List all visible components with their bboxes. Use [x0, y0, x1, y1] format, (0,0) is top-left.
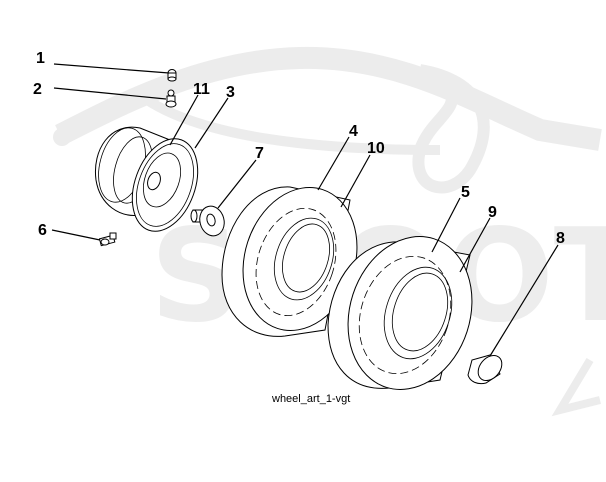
- callout-5: 5: [461, 184, 470, 201]
- part-bushing-7: [190, 205, 225, 237]
- part-tire-4: [221, 186, 358, 337]
- part-valve-stem-6: [98, 232, 117, 247]
- part-nut-1: [167, 69, 177, 82]
- callout-9: 9: [488, 204, 497, 221]
- callout-1: 1: [36, 50, 45, 67]
- callout-labels: 1 2 11 3 7 4 10 6 5 9 8: [33, 50, 565, 247]
- part-rim: [94, 126, 199, 232]
- figure-caption: wheel_art_1-vgt: [271, 393, 350, 405]
- part-cap-8: [467, 354, 503, 385]
- callout-8: 8: [556, 230, 565, 247]
- callout-2: 2: [33, 81, 42, 98]
- callout-4: 4: [349, 123, 358, 140]
- callout-7: 7: [255, 145, 264, 162]
- callout-11: 11: [193, 81, 210, 98]
- part-tire-5: [327, 236, 473, 390]
- callout-3: 3: [226, 84, 235, 101]
- callout-6: 6: [38, 222, 47, 239]
- callout-10: 10: [367, 140, 385, 157]
- leader-lines: [51, 63, 559, 357]
- part-fitting-2: [165, 89, 177, 108]
